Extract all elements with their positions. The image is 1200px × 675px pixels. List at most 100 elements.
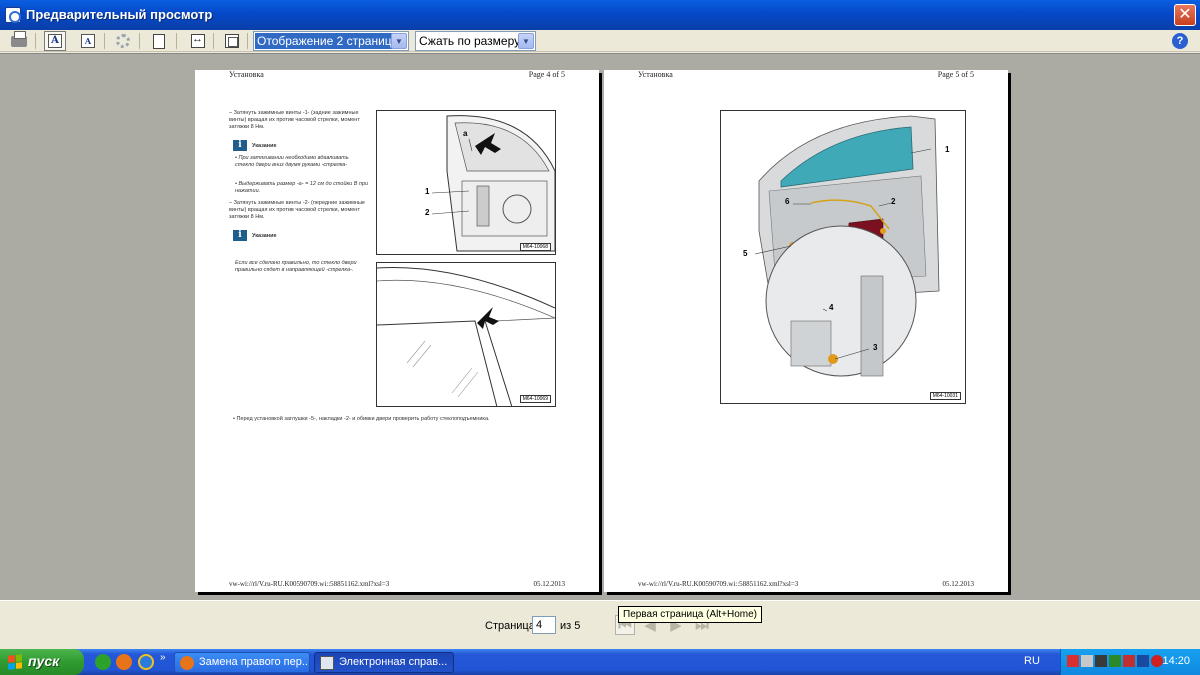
preview-page-4: Установка Page 4 of 5 – Затянуть зажимны… bbox=[195, 70, 599, 592]
firefox-icon bbox=[180, 656, 194, 670]
start-button[interactable]: пуск bbox=[0, 649, 84, 675]
page-footer-left: vw-wi://rl/V.ru-RU.K00590709.wi::5885116… bbox=[229, 580, 390, 588]
language-indicator[interactable]: RU bbox=[1024, 655, 1040, 667]
quicklaunch-more-icon[interactable]: » bbox=[160, 652, 166, 663]
window-title: Предварительный просмотр bbox=[26, 7, 213, 22]
firefox-icon[interactable] bbox=[116, 654, 132, 670]
start-label: пуск bbox=[28, 653, 60, 669]
figure-label: 4 bbox=[829, 303, 834, 312]
close-button[interactable]: ✕ bbox=[1174, 4, 1196, 26]
arrow-right-icon: ▶ bbox=[670, 617, 682, 634]
info-icon: i bbox=[233, 140, 247, 151]
taskbar-item[interactable]: Замена правого пер... bbox=[174, 652, 310, 673]
toolbar: A A Отображение 2 страниц ▼ Сжать по раз… bbox=[0, 30, 1200, 52]
title-bar[interactable]: Предварительный просмотр ✕ bbox=[0, 0, 1200, 30]
tray-icon[interactable] bbox=[1067, 655, 1079, 667]
chevron-down-icon[interactable]: ▼ bbox=[518, 33, 534, 49]
figure-label: 1 bbox=[425, 187, 430, 196]
step-3-text: Выдерживать размер -a- = 12 см до стойки… bbox=[235, 181, 369, 194]
page-count-label: из 5 bbox=[560, 620, 581, 632]
page-header-right: Page 4 of 5 bbox=[528, 70, 565, 79]
tray-icon[interactable] bbox=[1081, 655, 1093, 667]
quicklaunch-icon[interactable] bbox=[95, 654, 111, 670]
info-icon: i bbox=[233, 230, 247, 241]
taskbar: пуск » Замена правого пер... Электронная… bbox=[0, 649, 1200, 675]
printer-icon bbox=[11, 30, 27, 47]
page-header: Установка Page 4 of 5 bbox=[229, 70, 565, 80]
note-label: Указание bbox=[252, 143, 277, 149]
taskbar-item-label: Замена правого пер... bbox=[199, 656, 310, 668]
tooltip: Первая страница (Alt+Home) bbox=[618, 606, 762, 623]
zoom-value: Сжать по размеру bbox=[419, 34, 521, 48]
toolbar-separator bbox=[213, 33, 214, 49]
font-large-button[interactable]: A bbox=[44, 31, 66, 51]
page-navigation-bar: Страница из 5 ⏮ ◀ ▶ ⏭ Первая страница (A… bbox=[0, 600, 1200, 649]
app-icon[interactable] bbox=[5, 7, 21, 23]
step-text: – Затянуть зажимные винты -2- (передние … bbox=[229, 200, 365, 220]
tray-icon[interactable] bbox=[1123, 655, 1135, 667]
view-mode-combo[interactable]: Отображение 2 страниц ▼ bbox=[253, 31, 409, 51]
figure-label: 1 bbox=[945, 145, 950, 154]
clock: 14:20 bbox=[1162, 655, 1190, 667]
previous-page-button[interactable]: ◀ bbox=[640, 615, 660, 635]
step-1-text: Затянуть зажимные винты -1- (задние зажи… bbox=[229, 110, 360, 130]
page-footer: vw-wi://rl/V.ru-RU.K00590709.wi::5885116… bbox=[638, 580, 974, 590]
final-step-text: • Перед установкой заглушки -5-, накладк… bbox=[233, 416, 490, 422]
view-mode-value: Отображение 2 страниц bbox=[255, 33, 394, 49]
bluetooth-icon[interactable] bbox=[1137, 655, 1149, 667]
page-footer: vw-wi://rl/V.ru-RU.K00590709.wi::5885116… bbox=[229, 580, 565, 590]
help-button[interactable]: ? bbox=[1172, 33, 1188, 49]
fit-width-icon bbox=[191, 33, 205, 48]
toolbar-separator bbox=[104, 33, 105, 49]
figure-label: 5 bbox=[743, 249, 748, 258]
figure-glass-guide: M64-10069 bbox=[376, 262, 556, 407]
arrow-left-icon: ◀ bbox=[644, 617, 656, 634]
chevron-down-icon[interactable]: ▼ bbox=[391, 33, 407, 49]
figure-label: 6 bbox=[785, 197, 790, 206]
ie-icon[interactable] bbox=[138, 654, 154, 670]
page-header-right: Page 5 of 5 bbox=[937, 70, 974, 79]
page-number-input[interactable] bbox=[532, 616, 556, 634]
print-button[interactable] bbox=[8, 30, 30, 51]
page-header: Установка Page 5 of 5 bbox=[638, 70, 974, 80]
gear-icon bbox=[116, 34, 130, 48]
toolbar-separator bbox=[139, 33, 140, 49]
figure-tag: M64-10069 bbox=[519, 395, 551, 403]
page-setup-button[interactable] bbox=[112, 31, 134, 51]
step-4-text: Затянуть зажимные винты -2- (передние за… bbox=[229, 200, 365, 220]
tray-icon[interactable] bbox=[1151, 655, 1163, 667]
final-text: Перед установкой заглушки -5-, накладки … bbox=[236, 416, 490, 422]
note-label: Указание bbox=[252, 233, 277, 239]
step-text: – Затянуть зажимные винты -1- (задние за… bbox=[229, 110, 360, 130]
font-size-icon: A bbox=[48, 34, 62, 48]
tray-icon[interactable] bbox=[1095, 655, 1107, 667]
next-page-button[interactable]: ▶ bbox=[666, 615, 686, 635]
fit-width-button[interactable] bbox=[187, 31, 209, 51]
figure-label: 3 bbox=[873, 343, 878, 352]
check-text: Если все сделано правильно, то стекло дв… bbox=[235, 260, 357, 273]
page-header-left: Установка bbox=[229, 70, 264, 79]
figure-label: 2 bbox=[891, 197, 896, 206]
note-text: • Выдерживать размер -a- = 12 см до стой… bbox=[235, 181, 369, 194]
one-page-button[interactable] bbox=[148, 31, 170, 51]
taskbar-item[interactable]: Электронная справ... bbox=[314, 652, 454, 673]
figure-door-assembly: 1 2 3 4 5 6 M64-10031 bbox=[720, 110, 966, 404]
preview-page-5: Установка Page 5 of 5 bbox=[604, 70, 1008, 592]
font-size-icon: A bbox=[81, 34, 95, 48]
figure-tag: M64-10031 bbox=[929, 392, 961, 400]
tray-icon[interactable] bbox=[1109, 655, 1121, 667]
toolbar-separator bbox=[247, 33, 248, 49]
step-2-text: При затягивании необходимо вдавливать ст… bbox=[235, 155, 349, 168]
door-assembly-drawing bbox=[754, 115, 940, 377]
figure-label: a bbox=[463, 129, 468, 138]
print-preview-window: Предварительный просмотр ✕ A A Отображен… bbox=[0, 0, 1200, 649]
font-small-button[interactable]: A bbox=[77, 31, 99, 51]
note-text: • При затягивании необходимо вдавливать … bbox=[235, 155, 349, 168]
figure-tag: M64-10068 bbox=[519, 243, 551, 251]
page-icon bbox=[153, 33, 165, 49]
zoom-combo[interactable]: Сжать по размеру ▼ bbox=[415, 31, 536, 51]
full-page-button[interactable] bbox=[221, 31, 243, 51]
page-label: Страница bbox=[485, 620, 535, 632]
preview-area[interactable]: Установка Page 4 of 5 – Затянуть зажимны… bbox=[0, 53, 1200, 600]
door-drawing bbox=[431, 115, 555, 252]
